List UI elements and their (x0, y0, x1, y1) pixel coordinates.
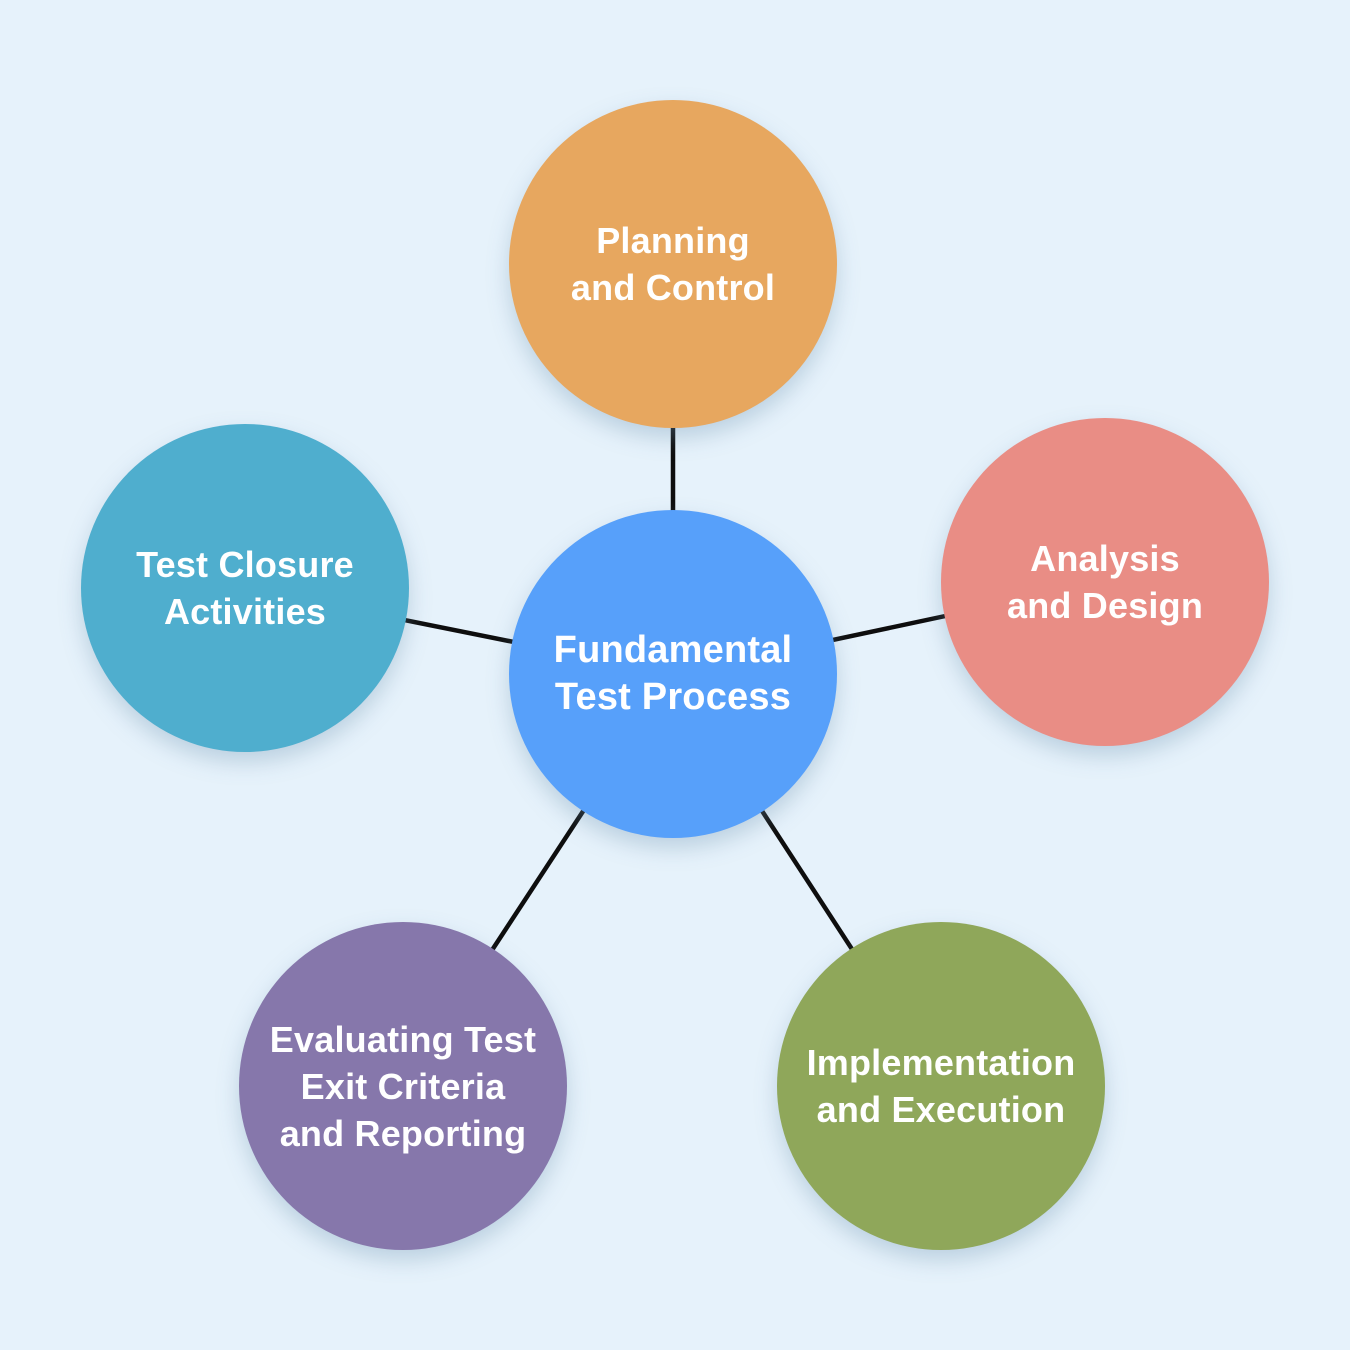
node-fundamental-test-process-label: Fundamental Test Process (554, 627, 793, 721)
label-line: and Control (570, 267, 776, 308)
label-line: Exit Criteria (300, 1065, 506, 1107)
label-line: Planning (596, 220, 750, 261)
label-line: Evaluating Test (269, 1018, 537, 1060)
label-line: and Design (1006, 585, 1204, 626)
node-evaluating-test-exit-criteria: Evaluating Test Exit Criteria and Report… (239, 922, 567, 1250)
label-line: Implementation (806, 1042, 1076, 1083)
label-line: Test Process (554, 676, 792, 718)
label-line: Analysis (1030, 538, 1180, 579)
node-implementation-and-execution: Implementation and Execution (777, 922, 1105, 1250)
label-line: and Reporting (279, 1112, 527, 1154)
node-analysis-and-design-label: Analysis and Design (1007, 535, 1203, 629)
node-evaluating-test-exit-criteria-label: Evaluating Test Exit Criteria and Report… (270, 1016, 536, 1157)
label-line: and Execution (816, 1089, 1066, 1130)
label-line: Activities (163, 591, 327, 632)
label-line: Fundamental (553, 629, 793, 671)
node-test-closure-activities: Test Closure Activities (81, 424, 409, 752)
node-fundamental-test-process: Fundamental Test Process (509, 510, 837, 838)
label-line: Test Closure (136, 544, 354, 585)
node-planning-and-control: Planning and Control (509, 100, 837, 428)
node-planning-and-control-label: Planning and Control (571, 217, 775, 311)
node-test-closure-activities-label: Test Closure Activities (136, 541, 354, 635)
node-implementation-and-execution-label: Implementation and Execution (807, 1039, 1076, 1133)
node-analysis-and-design: Analysis and Design (941, 418, 1269, 746)
